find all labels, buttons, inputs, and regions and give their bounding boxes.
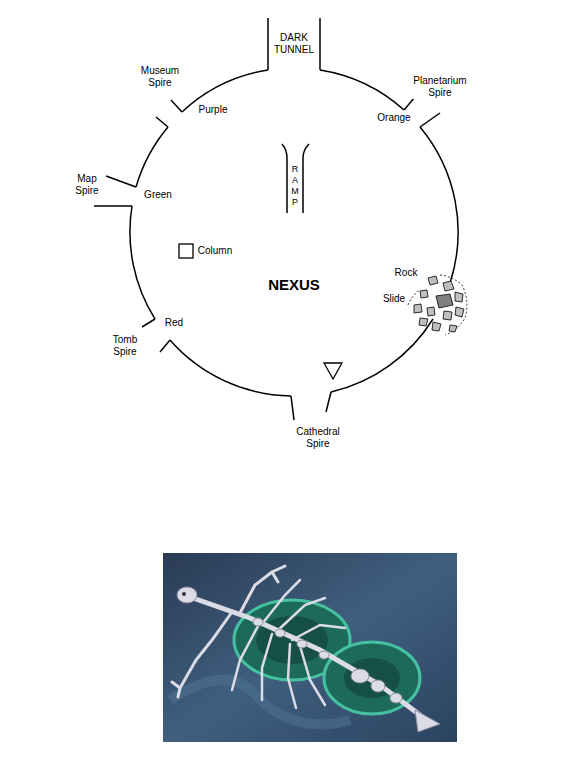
- area-title: NEXUS: [267, 276, 321, 294]
- rock-slide: [408, 275, 467, 335]
- color-marker: Red: [164, 317, 184, 329]
- spire-name: Map Spire: [68, 173, 106, 197]
- spire-name: Museum Spire: [136, 65, 184, 89]
- marker-triangle: [324, 363, 342, 379]
- color-marker: Purple: [198, 104, 229, 116]
- color-marker: Orange: [376, 112, 411, 124]
- nexus-wall: [94, 18, 458, 420]
- color-marker: Green: [143, 189, 173, 201]
- spire-name: Cathedral Spire: [289, 426, 347, 450]
- spire-name: Planetarium Spire: [408, 75, 472, 99]
- column-symbol: [179, 244, 193, 258]
- spire-name: Tomb Spire: [106, 334, 144, 358]
- tunnel-name: DARK TUNNEL: [271, 32, 317, 56]
- ramp-label: RAMP: [291, 164, 300, 208]
- rock-slide-label: Rock: [394, 267, 419, 279]
- rock-slide-label: Slide: [382, 293, 406, 305]
- column-label: Column: [197, 245, 233, 257]
- scorpion-skeleton-picture: [163, 553, 457, 742]
